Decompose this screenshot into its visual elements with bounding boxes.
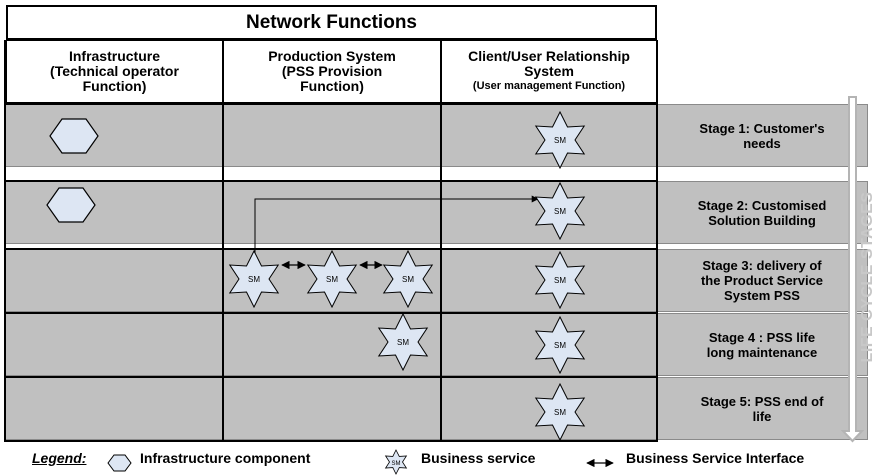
col3-line1: Client/User Relationship [468,48,630,64]
stage-row-4 [4,313,868,376]
service-interface-arrow-stage2-to-stage3 [251,195,539,269]
service-star-stage5-client: SM [534,382,586,442]
stage1-line2: needs [743,135,781,151]
grid-line-row-5 [4,376,658,378]
title-text: Network Functions [245,11,417,33]
grid-line-row-2 [4,180,658,182]
service-star-stage2-client-label: SM [554,207,566,216]
service-star-stage3-production-3-shape [382,249,434,309]
col2-line2: (PSS Provision [281,63,383,79]
service-star-stage3-client-label: SM [554,276,566,285]
stage-row-5 [4,377,868,440]
service-star-stage3-client: SM [534,250,586,310]
stage1-line1: Stage 1: Customer's [699,120,825,136]
infrastructure-hexagon-stage2 [46,187,96,223]
grid-line-row-top [4,103,658,105]
column-header-infrastructure: Infrastructure (Technical operator Funct… [6,40,223,103]
life-cycle-stages-label: LIFE CYCLE STAGES [859,191,876,363]
grid-line-col3 [656,40,658,442]
service-star-stage1-client-shape [534,110,586,170]
stage5-line1: Stage 5: PSS end of [700,393,824,409]
network-functions-title: Network Functions [6,5,657,40]
service-star-stage1-client-label: SM [554,136,566,145]
service-star-stage2-client: SM [534,181,586,241]
service-star-stage2-client-shape [534,181,586,241]
service-star-stage5-client-shape [534,382,586,442]
service-star-stage3-production-2-label: SM [326,275,338,284]
col2-line1: Production System [268,48,396,64]
col2-line3: Function) [300,78,364,94]
col3-sub: (User management Function) [472,80,626,92]
service-star-stage3-production-2-shape [306,249,358,309]
service-star-stage4-production-label: SM [397,338,409,347]
col1-line3: Function) [82,78,147,94]
stage2-line2: Solution Building [708,212,816,228]
service-star-stage4-client: SM [534,315,586,375]
service-star-stage3-production-1-label: SM [248,275,260,284]
legend-star-icon: SM [384,449,408,475]
stage3-line3: System PSS [724,288,800,303]
stage3-line2: the Product Service [700,273,824,288]
stage4-line2: long maintenance [706,344,818,360]
service-star-stage3-production-1-shape [228,249,280,309]
legend-star-sm-label: SM [392,461,401,467]
grid-line-row-4 [4,312,658,314]
grid-line-col1 [222,40,224,442]
stage3-line1: Stage 3: delivery of [702,258,822,273]
legend-hexagon-icon [107,454,132,472]
service-star-stage4-production: SM [377,312,429,372]
stage2-line1: Stage 2: Customised [697,197,827,213]
infrastructure-hexagon-stage1 [49,118,99,154]
service-star-stage3-production-3: SM [382,249,434,309]
col1-line1: Infrastructure [68,48,160,64]
service-star-stage4-production-shape [377,312,429,372]
service-star-stage1-client: SM [534,110,586,170]
stage4-line1: Stage 4 : PSS life [708,329,816,345]
service-star-stage3-production-3-label: SM [402,275,414,284]
column-header-production: Production System (PSS Provision Functio… [223,40,441,103]
service-star-stage3-client-shape [534,250,586,310]
stage5-line2: life [752,408,772,424]
grid-line-bottom [4,440,658,442]
service-star-stage3-production-2: SM [306,249,358,309]
legend-service-text: Business service [421,450,536,466]
col3-line2: System [524,63,574,79]
life-cycle-arrow-icon [840,96,865,443]
legend-title: Legend: [32,450,87,466]
legend-interface-text: Business Service Interface [626,450,805,466]
service-star-stage4-client-label: SM [554,341,566,350]
service-star-stage4-client-shape [534,315,586,375]
grid-line-left [4,40,6,442]
service-star-stage5-client-label: SM [554,408,566,417]
col1-line2: (Technical operator [50,63,179,79]
service-star-stage3-production-1: SM [228,249,280,309]
legend-infrastructure-text: Infrastructure component [140,450,311,466]
